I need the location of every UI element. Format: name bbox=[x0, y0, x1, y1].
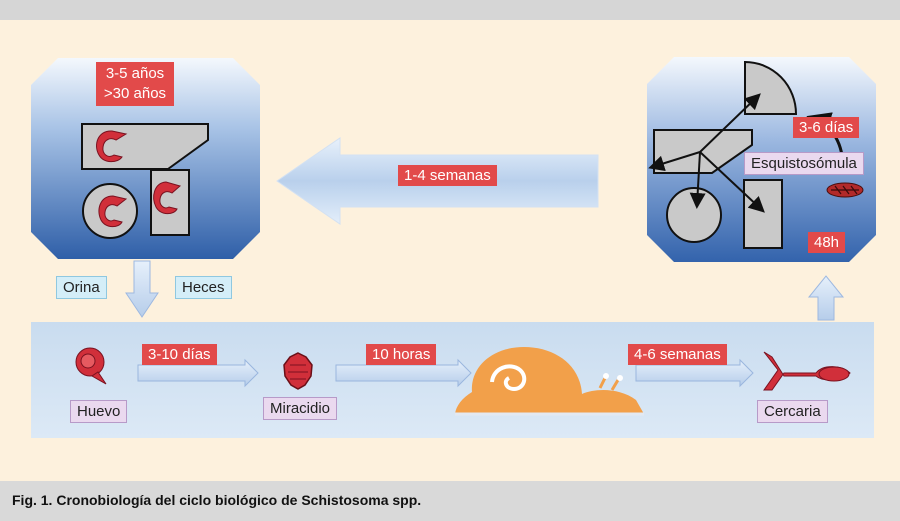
caption-bar bbox=[0, 481, 900, 521]
miracidium-to-snail-label: 10 horas bbox=[366, 344, 437, 365]
host-duration-1: 3-5 años bbox=[105, 65, 165, 82]
egg-to-miracidium-label: 3-10 días bbox=[142, 344, 217, 365]
egg-label: Huevo bbox=[70, 400, 128, 423]
top-band bbox=[0, 0, 900, 20]
up-arrow bbox=[807, 275, 845, 321]
circle-organ-shape bbox=[82, 183, 138, 239]
cercaria-label: Cercaria bbox=[757, 400, 828, 423]
egg-icon bbox=[75, 347, 107, 385]
rect-shape bbox=[743, 179, 783, 249]
down-arrow bbox=[125, 260, 159, 318]
transition-arrows bbox=[137, 358, 754, 388]
snail-to-cercaria-label: 4-6 semanas bbox=[628, 344, 727, 365]
cercaria-icon bbox=[763, 351, 851, 391]
adult-worm-icon bbox=[96, 130, 182, 228]
skin-days-label: 3-6 días bbox=[793, 117, 860, 138]
miracidium-icon bbox=[283, 352, 313, 390]
migration-path-arrows bbox=[648, 93, 765, 213]
urine-label: Orina bbox=[56, 276, 107, 299]
feces-label: Heces bbox=[175, 276, 232, 299]
circle-shape bbox=[666, 187, 722, 243]
snail-icon bbox=[455, 347, 644, 416]
schistosomulum-label: Esquistosómula bbox=[744, 152, 864, 175]
migration-time-label: 1-4 semanas bbox=[398, 165, 497, 186]
host-duration-2: >30 años bbox=[103, 85, 167, 102]
figure-caption: Fig. 1. Cronobiología del ciclo biológic… bbox=[12, 492, 422, 508]
miracidium-label: Miracidio bbox=[263, 397, 338, 420]
host-duration-label: 3-5 años >30 años bbox=[96, 62, 174, 106]
host-panel bbox=[31, 58, 260, 259]
skin-hours-label: 48h bbox=[808, 232, 846, 253]
